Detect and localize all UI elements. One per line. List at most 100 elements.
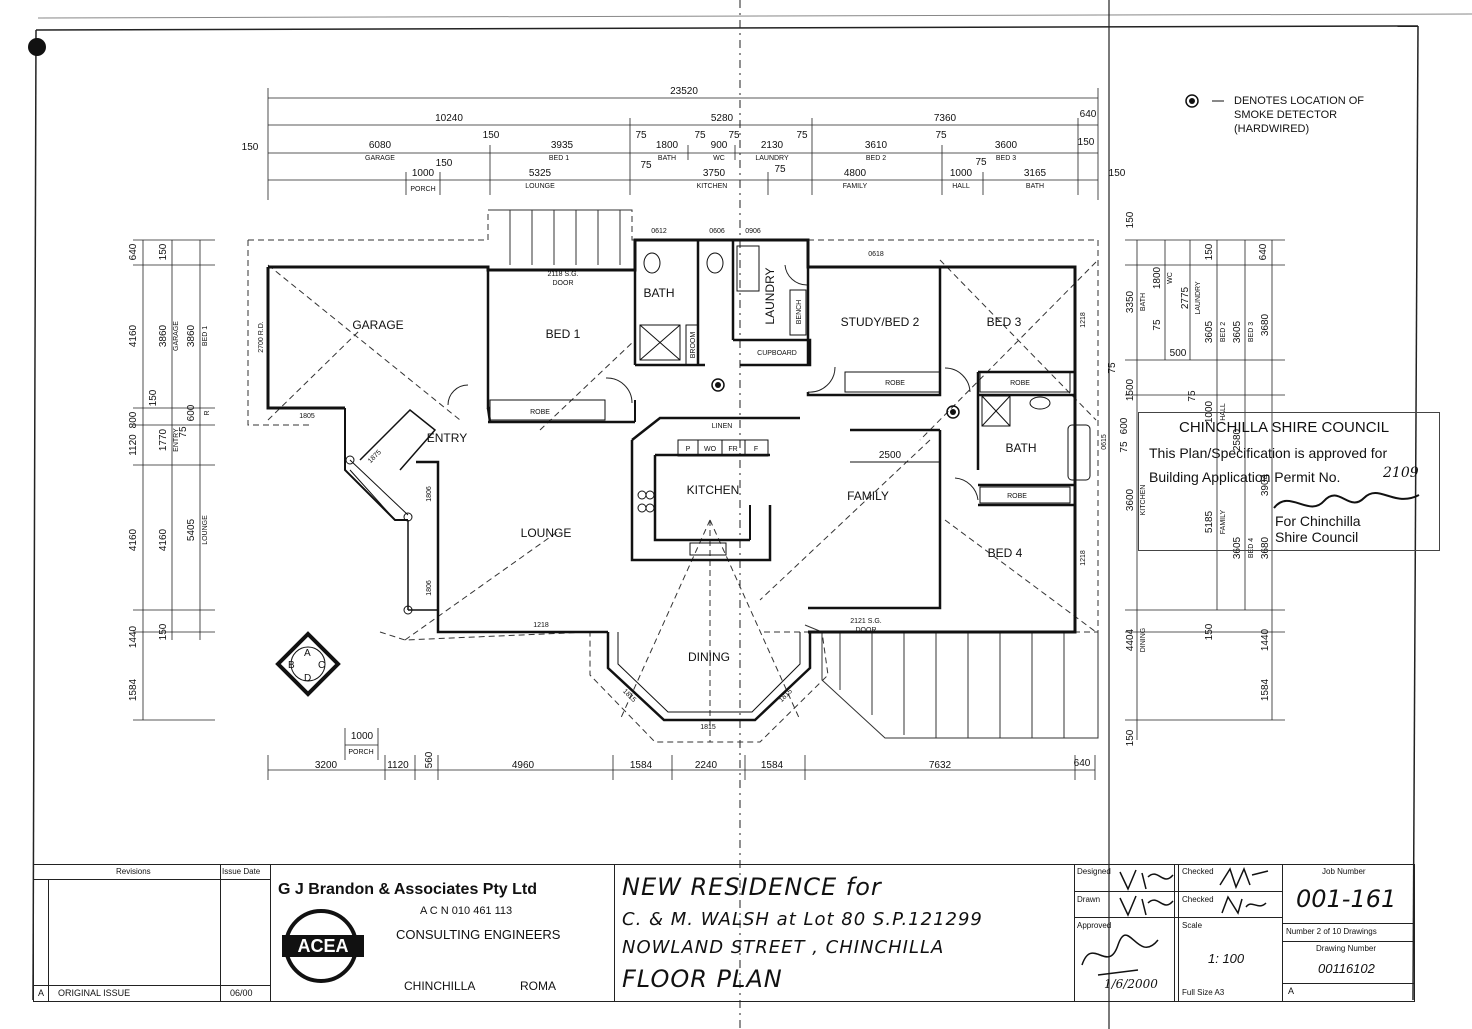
ldim-1440: 1440 — [128, 625, 139, 648]
broom-label: BROOM — [690, 332, 697, 359]
linen-label: LINEN — [712, 423, 733, 430]
rdim-3605a: 3605 — [1204, 320, 1215, 343]
dim-6080: 6080 — [369, 140, 392, 151]
rdim-3605b: 3605 — [1232, 320, 1243, 343]
designed-label: Designed — [1077, 867, 1111, 876]
ldim-1770: 1770 — [158, 428, 169, 451]
check-scale-column: Checked Checked Scale 1: 100 Full Size A… — [1178, 865, 1283, 1001]
pantry-label: P — [686, 446, 691, 453]
checker-signature — [1219, 867, 1269, 890]
robe-bed2: ROBE — [885, 380, 905, 387]
dim-bath: BATH — [658, 155, 676, 162]
dim-3935: 3935 — [551, 140, 574, 151]
dim-kitchen: KITCHEN — [697, 183, 728, 190]
approved-label: Approved — [1077, 921, 1112, 930]
dim-3600: 3600 — [995, 140, 1018, 151]
rdim-75d: 75 — [1119, 441, 1130, 453]
designer-signature — [1119, 869, 1174, 891]
ldim-bed1: BED 1 — [202, 326, 209, 346]
room-lounge: LOUNGE — [521, 526, 572, 540]
top-dimension-lines — [267, 88, 1099, 200]
drawer-signature — [1119, 895, 1174, 917]
rdim-3904: 3904 — [1260, 473, 1271, 496]
room-bed1: BED 1 — [546, 327, 581, 341]
window-1218-bed4: 1218 — [1080, 550, 1087, 566]
dining-bay — [606, 632, 812, 722]
garage-door-label: 2700 R.D. — [258, 321, 265, 353]
rdim-1584: 1584 — [1260, 678, 1271, 701]
job-number: 001-161 — [1296, 885, 1397, 913]
revisions-column: Revisions A ORIGINAL ISSUE — [34, 865, 221, 1001]
firm-column: G J Brandon & Associates Pty Ltd A C N 0… — [270, 865, 615, 1001]
ldim-3860b: 3860 — [186, 324, 197, 347]
window-1815a: 1815 — [621, 688, 637, 704]
freezer-label: F — [754, 446, 758, 453]
rdim-640: 640 — [1258, 243, 1269, 260]
legend-line2: SMOKE DETECTOR — [1234, 109, 1337, 121]
project-line2: C. & M. WALSH at Lot 80 S.P.121299 — [622, 909, 983, 930]
window-0606: 0606 — [709, 228, 725, 235]
ldim-1120: 1120 — [128, 434, 139, 456]
rdim-family: FAMILY — [1220, 509, 1227, 534]
rdim-bed3: BED 3 — [1248, 322, 1255, 342]
dim-laundry: LAUNDRY — [755, 155, 789, 162]
robe-bed4: ROBE — [1007, 493, 1027, 500]
checker-signature-2 — [1221, 895, 1267, 915]
bdim-1584a: 1584 — [630, 760, 653, 771]
legend-line1: DENOTES LOCATION OF — [1234, 95, 1364, 107]
dim-75f: 75 — [640, 160, 652, 171]
fixtures — [489, 245, 1091, 556]
ldim-5405: 5405 — [186, 518, 197, 541]
smoke-detector-icon — [711, 378, 725, 392]
rdim-75b: 75 — [1187, 390, 1198, 402]
ldim-4160b: 4160 — [128, 528, 139, 551]
rdim-150a: 150 — [1125, 211, 1136, 228]
dim-75a: 75 — [635, 130, 647, 141]
ldim-600: 600 — [186, 404, 197, 421]
dim-150a: 150 — [242, 142, 259, 153]
dim-bed3: BED 3 — [996, 155, 1016, 162]
dim-900: 900 — [711, 140, 728, 151]
room-bath1: BATH — [643, 286, 674, 300]
acea-logo-text: ACEA — [282, 935, 364, 957]
dim-overall: 23520 — [670, 86, 698, 97]
checked-label-1: Checked — [1182, 867, 1214, 876]
window-1815c: 1815 — [778, 688, 794, 704]
project-line3: NOWLAND STREET , CHINCHILLA — [622, 937, 945, 958]
ldim-4160c: 4160 — [158, 528, 169, 551]
bdim-3200: 3200 — [315, 760, 338, 771]
drawing-count: Number 2 of 10 Drawings — [1286, 927, 1377, 936]
stamp-line3: For Chinchilla — [1275, 513, 1361, 529]
rdim-bed4: BED 4 — [1248, 538, 1255, 558]
rdim-hall: HALL — [1220, 403, 1227, 421]
window-0906: 0906 — [745, 228, 761, 235]
room-garage: GARAGE — [352, 318, 403, 332]
revision-date: 06/00 — [230, 988, 253, 998]
drawing-number-label: Drawing Number — [1316, 944, 1377, 953]
compass-a: A — [304, 648, 311, 659]
dim-wc: WC — [713, 155, 725, 162]
approved-date: 1/6/2000 — [1104, 977, 1158, 991]
revision-text: ORIGINAL ISSUE — [58, 988, 131, 998]
right-dimension-lines — [1125, 239, 1285, 740]
stamp-line2: Building Application Permit No. — [1149, 469, 1341, 485]
room-family: FAMILY — [847, 489, 889, 503]
rdim-3680b: 3680 — [1260, 536, 1271, 559]
ldim-800: 800 — [128, 411, 139, 428]
bdim-4960: 4960 — [512, 760, 535, 771]
rdim-laundry: LAUNDRY — [1195, 281, 1202, 315]
dim-75b: 75 — [694, 130, 706, 141]
drawn-label: Drawn — [1077, 895, 1101, 904]
bdim-1120: 1120 — [387, 760, 409, 771]
dim-1000: 1000 — [412, 168, 435, 179]
revision-box: A — [1288, 986, 1295, 996]
compass-b: B — [288, 660, 295, 671]
dim-3610: 3610 — [865, 140, 888, 151]
room-laundry: LAUNDRY — [763, 267, 777, 324]
entry-porch — [344, 408, 438, 615]
dim-75g: 75 — [774, 164, 786, 175]
ldim-garage: GARAGE — [173, 321, 180, 351]
council-approval-stamp: CHINCHILLA SHIRE COUNCIL This Plan/Speci… — [1138, 412, 1440, 551]
dim-1000b: 1000 — [950, 168, 973, 179]
top-dimension-text: 23520 10240 5280 7360 640 150 6080 GARAG… — [242, 86, 1126, 193]
